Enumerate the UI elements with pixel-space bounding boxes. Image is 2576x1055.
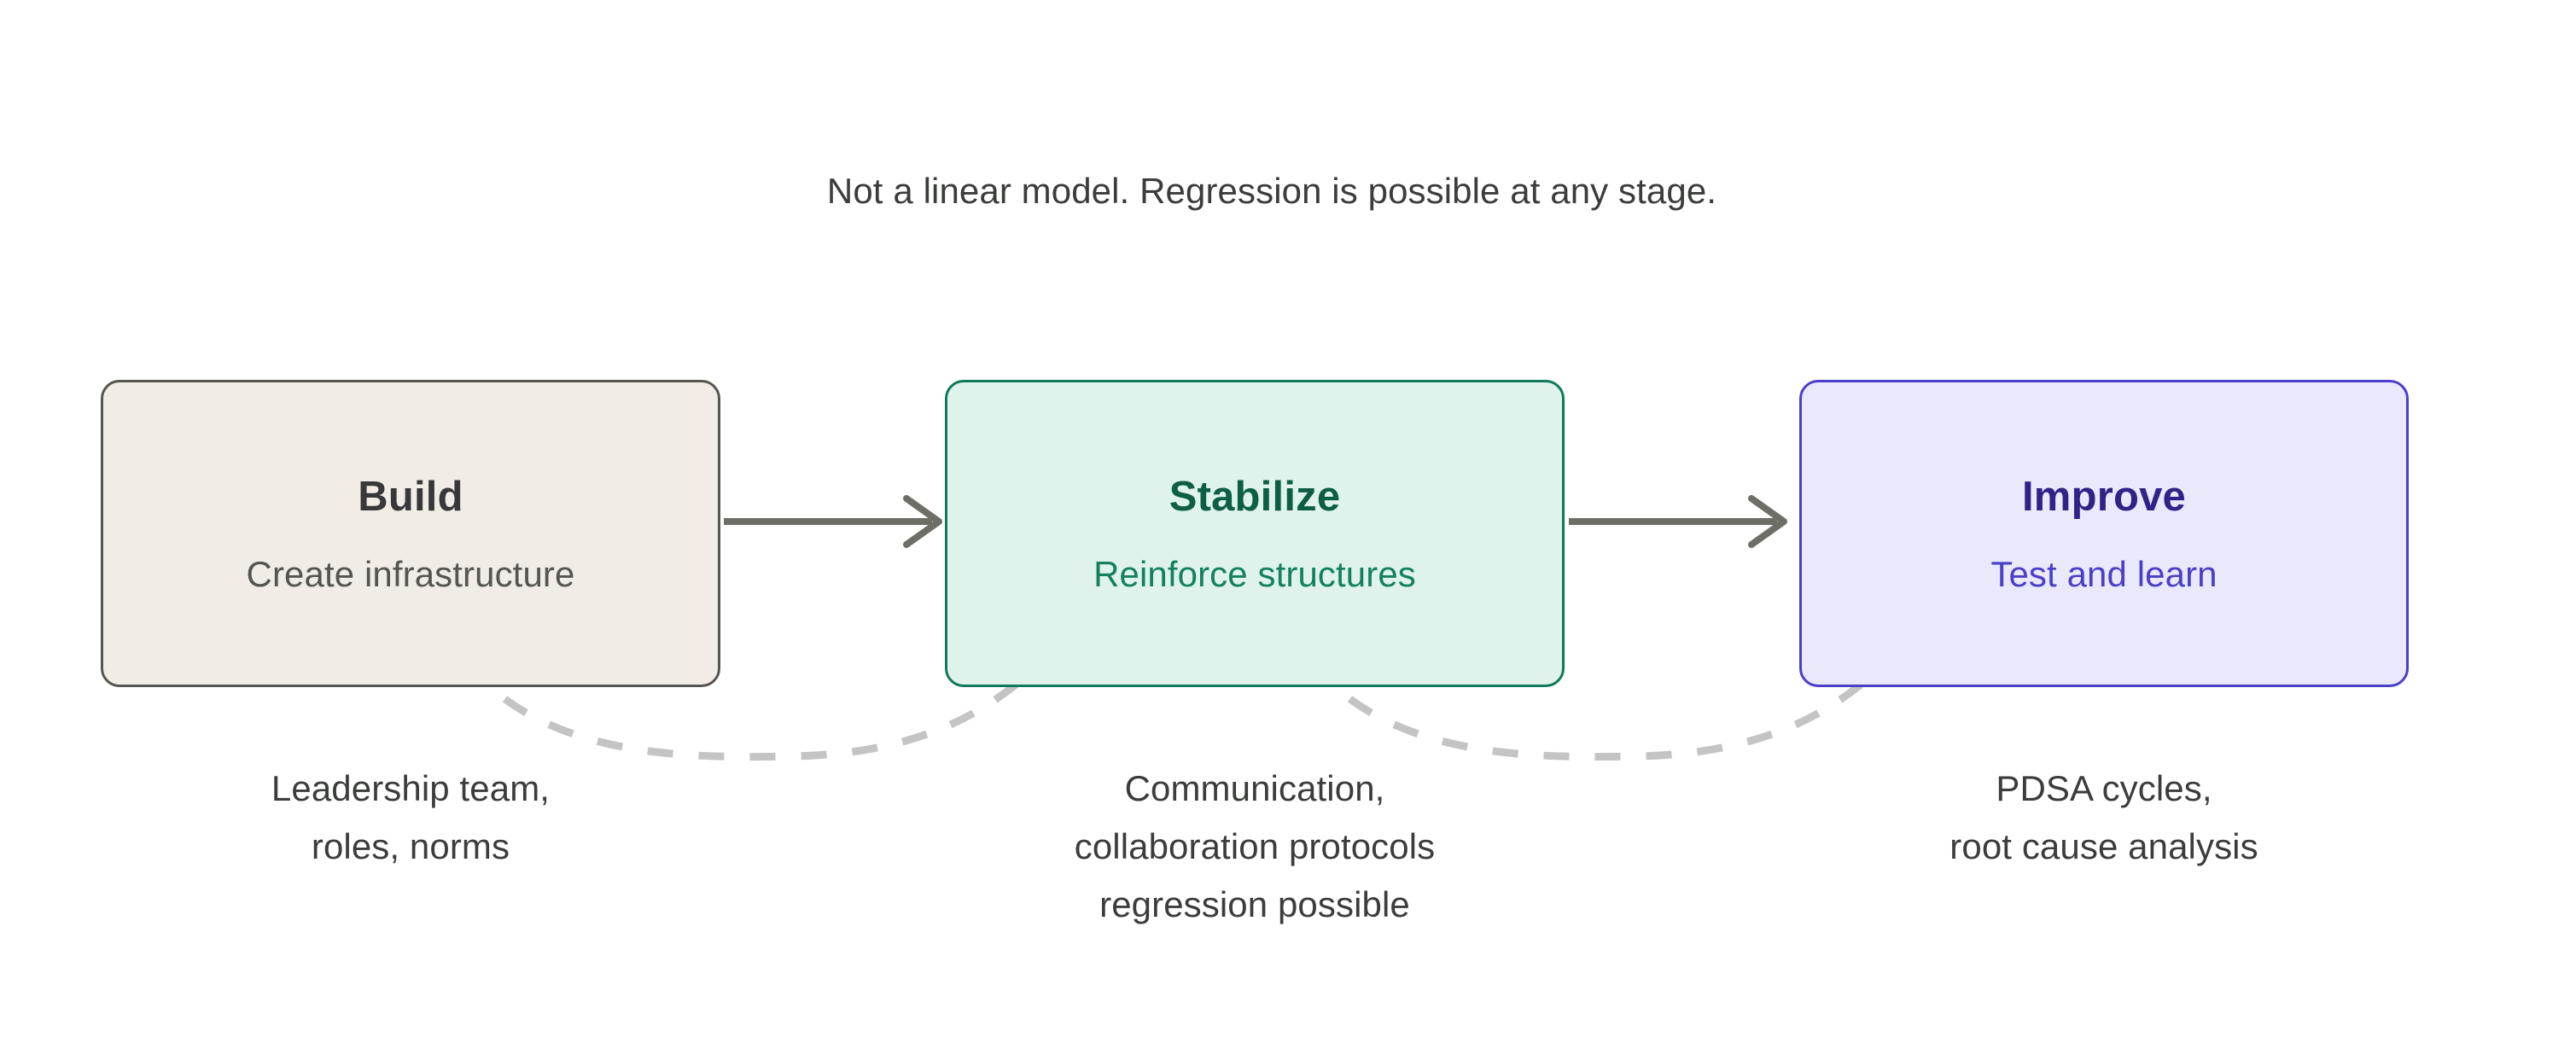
- stage-node-stabilize[interactable]: Stabilize Reinforce structures: [945, 380, 1565, 687]
- stage-subtitle-improve: Test and learn: [1990, 554, 2218, 594]
- stage-title-improve: Improve: [2021, 474, 2187, 520]
- stage-title-stabilize: Stabilize: [1169, 474, 1341, 520]
- arrow-build-to-stabilize: [724, 495, 942, 548]
- stage-title-build: Build: [358, 474, 463, 520]
- stage-subtitle-stabilize: Reinforce structures: [1093, 554, 1416, 594]
- stage-caption-build: Leadership team, roles, norms: [271, 768, 551, 866]
- arrow-stabilize-to-improve: [1569, 495, 1787, 548]
- stage-caption-stabilize: Communication, collaboration protocols r…: [1074, 768, 1436, 924]
- diagram-note: Not a linear model. Regression is possib…: [826, 171, 1717, 211]
- stage-caption-improve: PDSA cycles, root cause analysis: [1949, 768, 2258, 866]
- stage-subtitle-build: Create infrastructure: [246, 554, 575, 594]
- stage-node-build[interactable]: Build Create infrastructure: [101, 380, 720, 687]
- stage-node-improve[interactable]: Improve Test and learn: [1799, 380, 2409, 687]
